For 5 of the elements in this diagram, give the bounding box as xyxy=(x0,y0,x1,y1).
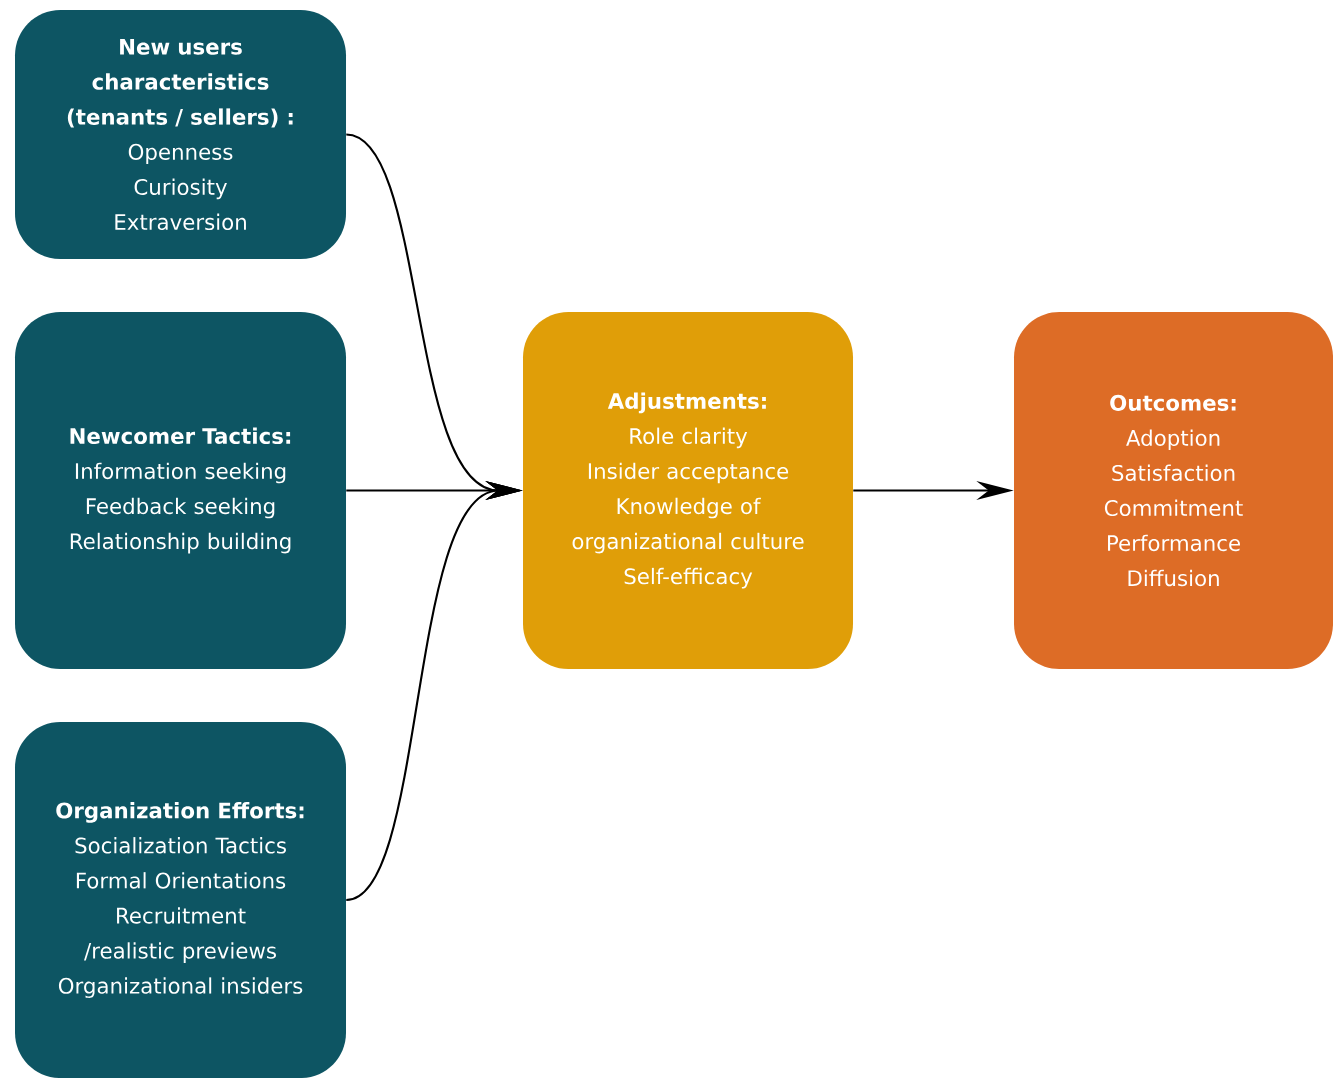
process-box: Newcomer Tactics: Information seeking Feedback seeking Relationship building xyxy=(15,312,346,669)
process-box: Adjustments: Role clarity Insider acceptance Knowledge of organizational culture Self-efficacy xyxy=(523,312,853,669)
process-box: Organization Efforts: Socialization Tactics Formal Orientations Recruitment /realistic previews Organizational insiders xyxy=(15,722,346,1078)
process-box: Outcomes: Adoption Satisfaction Commitment Performance Diffusion xyxy=(1014,312,1333,669)
process-box: New users characteristics (tenants / sellers) : Openness Curiosity Extraversion xyxy=(15,10,346,259)
